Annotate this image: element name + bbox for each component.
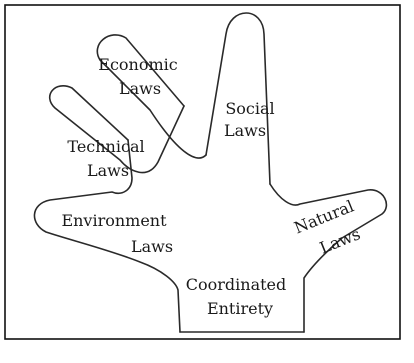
environment-laws-label-line2: Laws — [131, 237, 173, 256]
social-laws-label-line1: Social — [225, 99, 274, 118]
economic-laws-label-line2: Laws — [119, 79, 161, 98]
environment-laws-label-line1: Environment — [61, 211, 167, 230]
economic-laws-label-line1: Economic — [98, 55, 178, 74]
technical-laws-label-line2: Laws — [87, 161, 129, 180]
technical-laws-label-line1: Technical — [67, 137, 144, 156]
coordinated-entirety-label-line2: Entirety — [207, 299, 273, 318]
coordinated-entirety-label-line1: Coordinated — [186, 275, 287, 294]
social-laws-label-line2: Laws — [224, 121, 266, 140]
